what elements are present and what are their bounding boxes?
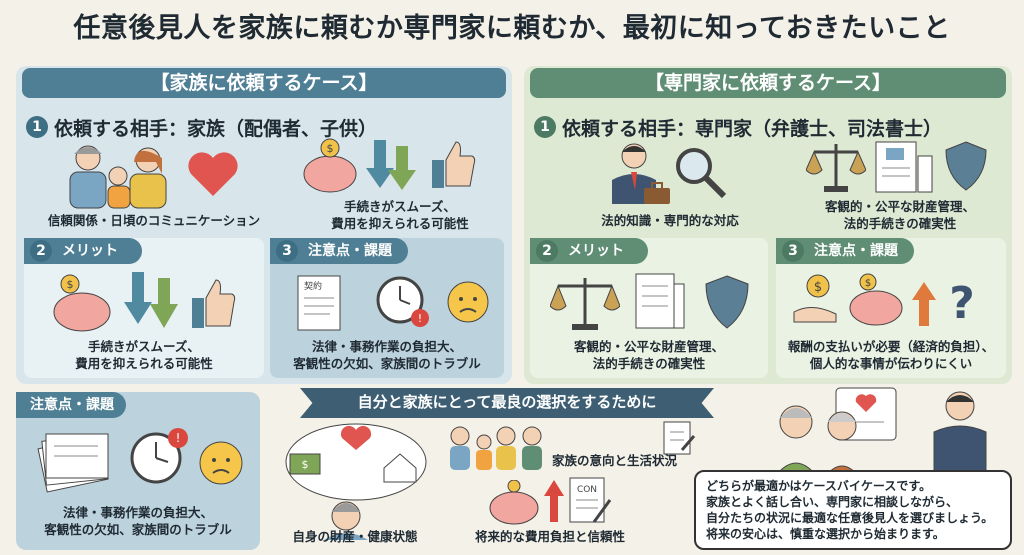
pro-caution-text-2: 個人的な事情が伝わりにくい xyxy=(809,356,973,371)
svg-text:$: $ xyxy=(327,142,334,155)
checklist-icon xyxy=(663,421,696,455)
family-caption-smooth-2: 費用を抑えられる可能性 xyxy=(331,216,469,231)
scales-icon xyxy=(806,144,866,192)
pro-caution-number: 3 xyxy=(782,240,804,262)
page-title: 任意後見人を家族に頼むか専門家に頼むか、最初に知っておきたいこと xyxy=(73,13,951,44)
svg-text:$: $ xyxy=(814,280,822,295)
piggy-bank-icon xyxy=(489,480,539,525)
pro-step1-heading: 依頼する相手：専門家（弁護士、司法書士） xyxy=(562,118,943,140)
family-caption-smooth-1: 手続きがスムーズ、 xyxy=(344,199,456,214)
scales-icon xyxy=(550,278,620,330)
heart-icon xyxy=(188,152,238,196)
piggy-bank-icon: $ xyxy=(849,273,903,326)
clock-alert-icon: ! xyxy=(130,428,188,484)
bottom-caution-label: 注意点・課題 xyxy=(30,397,114,413)
piggy-bank-icon: $ xyxy=(53,274,111,332)
pro-banner: 【専門家に依頼するケース】 xyxy=(530,68,1006,98)
pro-caption-knowledge: 法的知識・専門的な対応 xyxy=(601,213,739,228)
question-mark-icon: ? xyxy=(949,278,975,326)
svg-text:!: ! xyxy=(176,431,181,445)
family-group-icon xyxy=(450,426,542,470)
piggy-bank-icon: $ xyxy=(303,138,357,193)
thought-bubble-icon: $ xyxy=(285,423,427,540)
family-merit-text-1: 手続きがスムーズ、 xyxy=(88,339,200,354)
pro-merit-number: 2 xyxy=(536,240,558,262)
svg-text:?: ? xyxy=(949,278,975,326)
item-cost-label: 将来的な費用負担と信頼性 xyxy=(474,529,625,544)
thumbs-up-icon xyxy=(192,279,236,328)
family-step1-number: 1 xyxy=(26,116,48,138)
coin-hand-icon: $ xyxy=(793,274,837,323)
family-step1-heading: 依頼する相手：家族（配偶者、子供） xyxy=(54,118,378,140)
consultation-scene-icon xyxy=(769,387,987,486)
family-merit-number: 2 xyxy=(30,240,52,262)
contract-con-icon: CON xyxy=(569,477,612,523)
bottom-caution-text-2: 客観性の欠如、家族間のトラブル xyxy=(44,522,232,537)
choice-ribbon xyxy=(300,388,714,418)
advice-line-4: 将来の安心は、慎重な選択から始まります。 xyxy=(706,527,945,541)
down-arrows-icon xyxy=(124,272,178,328)
con-label: CON xyxy=(577,485,597,495)
svg-text:$: $ xyxy=(865,278,871,289)
thumbs-up-icon xyxy=(432,141,476,188)
shield-icon xyxy=(705,275,749,329)
documents-icon xyxy=(635,273,685,329)
documents-icon xyxy=(875,141,933,193)
pro-merit-text-2: 法的手続きの確実性 xyxy=(592,356,706,371)
advice-line-1: どちらが最適かはケースバイケースです。 xyxy=(706,479,932,493)
family-banner: 【家族に依頼するケース】 xyxy=(22,68,506,98)
down-arrows-icon xyxy=(366,140,416,190)
contract-document-icon: 契約 xyxy=(297,275,341,331)
pro-merit-label: メリット xyxy=(568,243,624,259)
item-family-label: 家族の意向と生活状況 xyxy=(552,453,678,468)
magnifier-icon xyxy=(676,148,727,199)
advice-line-2: 家族とよく話し合い、専門家に相談しながら、 xyxy=(706,495,959,509)
up-arrow-icon xyxy=(544,480,564,522)
family-caution-tab: 3 注意点・課題 xyxy=(270,238,408,264)
briefcase-icon xyxy=(644,182,670,204)
bottom-caution-text-1: 法律・事務作業の負担大、 xyxy=(62,505,213,520)
pro-merit-tab: 2 メリット xyxy=(530,238,648,264)
pro-step1-number: 1 xyxy=(534,116,556,138)
shield-icon xyxy=(945,141,987,191)
up-arrow-icon xyxy=(912,282,936,326)
worried-face-icon xyxy=(199,441,243,485)
advice-note: どちらが最適かはケースバイケースです。 家族とよく話し合い、専門家に相談しながら… xyxy=(694,470,1012,550)
family-caution-number: 3 xyxy=(276,240,298,262)
choice-ribbon-text: 自分と家族にとって最良の選択をするために xyxy=(357,393,657,411)
family-caption-trust: 信頼関係・日頃のコミュニケーション xyxy=(47,213,261,228)
family-caution-label: 注意点・課題 xyxy=(308,243,392,259)
svg-text:$: $ xyxy=(67,278,74,291)
family-caution-text-1: 法律・事務作業の負担大、 xyxy=(311,339,462,354)
family-merit-text-2: 費用を抑えられる可能性 xyxy=(75,356,213,371)
family-people-icon xyxy=(69,145,167,209)
contract-label: 契約 xyxy=(304,280,322,292)
worried-face-icon xyxy=(447,281,489,323)
paper-stack-icon xyxy=(37,433,109,493)
svg-text:$: $ xyxy=(302,458,309,471)
bottom-caution-tab: 注意点・課題 xyxy=(16,392,126,418)
pro-caution-text-1: 報酬の支払いが必要（経済的負担）、 xyxy=(787,339,995,354)
pro-caption-objective-2: 法的手続きの確実性 xyxy=(843,216,957,231)
family-merit-label: メリット xyxy=(62,243,118,259)
item-health-label: 自身の財産・健康状態 xyxy=(292,529,418,544)
clock-alert-icon: ! xyxy=(376,276,429,327)
svg-text:!: ! xyxy=(418,312,422,325)
pro-merit-text-1: 客観的・公平な財産管理、 xyxy=(573,339,724,354)
pro-caption-objective-1: 客観的・公平な財産管理、 xyxy=(824,199,975,214)
advice-line-3: 自分たちの状況に最適な任意後見人を選びましょう。 xyxy=(706,511,994,525)
family-merit-tab: 2 メリット xyxy=(24,238,142,264)
pro-caution-tab: 3 注意点・課題 xyxy=(776,238,914,264)
pro-caution-label: 注意点・課題 xyxy=(814,243,898,259)
family-caution-text-2: 客観性の欠如、家族間のトラブル xyxy=(293,356,481,371)
